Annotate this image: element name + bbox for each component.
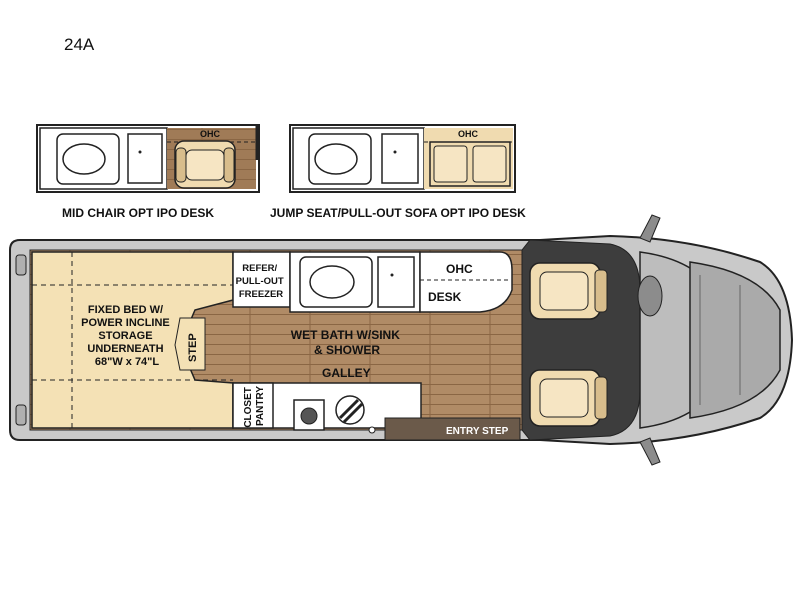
option2-ohc-label: OHC [458, 129, 479, 139]
option-mid-chair: OHC MID CHAIR OPT IPO DESK [36, 124, 260, 220]
jump-seat-sofa-icon [429, 141, 511, 187]
step: STEP [174, 317, 206, 371]
mirror-icon [639, 214, 661, 243]
closet-pantry [232, 382, 274, 429]
step-label: STEP [187, 333, 199, 362]
entry-step: ENTRY STEP [384, 417, 521, 441]
option1-ohc-label: OHC [200, 129, 221, 139]
option2-caption: JUMP SEAT/PULL-OUT SOFA OPT IPO DESK [270, 206, 526, 220]
fixed-bed: FIXED BED W/ POWER INCLINE STORAGE UNDER… [31, 251, 234, 429]
ohc-desk: OHC DESK [419, 251, 513, 313]
model-name: 24A [64, 35, 95, 54]
option-jump-seat: OHC JUMP SEAT/PULL-OUT SOFA OPT IPO DESK [270, 124, 526, 220]
galley-label: GALLEY [322, 366, 371, 380]
wet-bath-label: WET BATH W/SINK & SHOWER [291, 328, 403, 357]
wet-bath: WET BATH W/SINK & SHOWER [289, 251, 421, 357]
closet-label: CLOSET PANTRY [243, 384, 266, 427]
refer-label: REFER/ PULL-OUT FREEZER [236, 263, 287, 300]
ohc-label: OHC [446, 262, 473, 276]
option1-caption: MID CHAIR OPT IPO DESK [62, 206, 214, 220]
shower-icon [381, 133, 419, 184]
shower-icon [127, 133, 163, 184]
refer-freezer: REFER/ PULL-OUT FREEZER [232, 251, 291, 308]
entry-step-label: ENTRY STEP [446, 426, 509, 437]
mid-chair-icon [174, 140, 236, 189]
desk-label: DESK [428, 290, 462, 304]
mirror-icon [639, 437, 661, 466]
driver-seat-icon [529, 369, 608, 427]
passenger-seat-icon [529, 262, 608, 320]
steering-wheel-icon [637, 275, 663, 317]
shower-icon [377, 256, 415, 308]
bed-label: FIXED BED W/ POWER INCLINE STORAGE UNDER… [81, 304, 173, 368]
van-front [637, 214, 781, 466]
